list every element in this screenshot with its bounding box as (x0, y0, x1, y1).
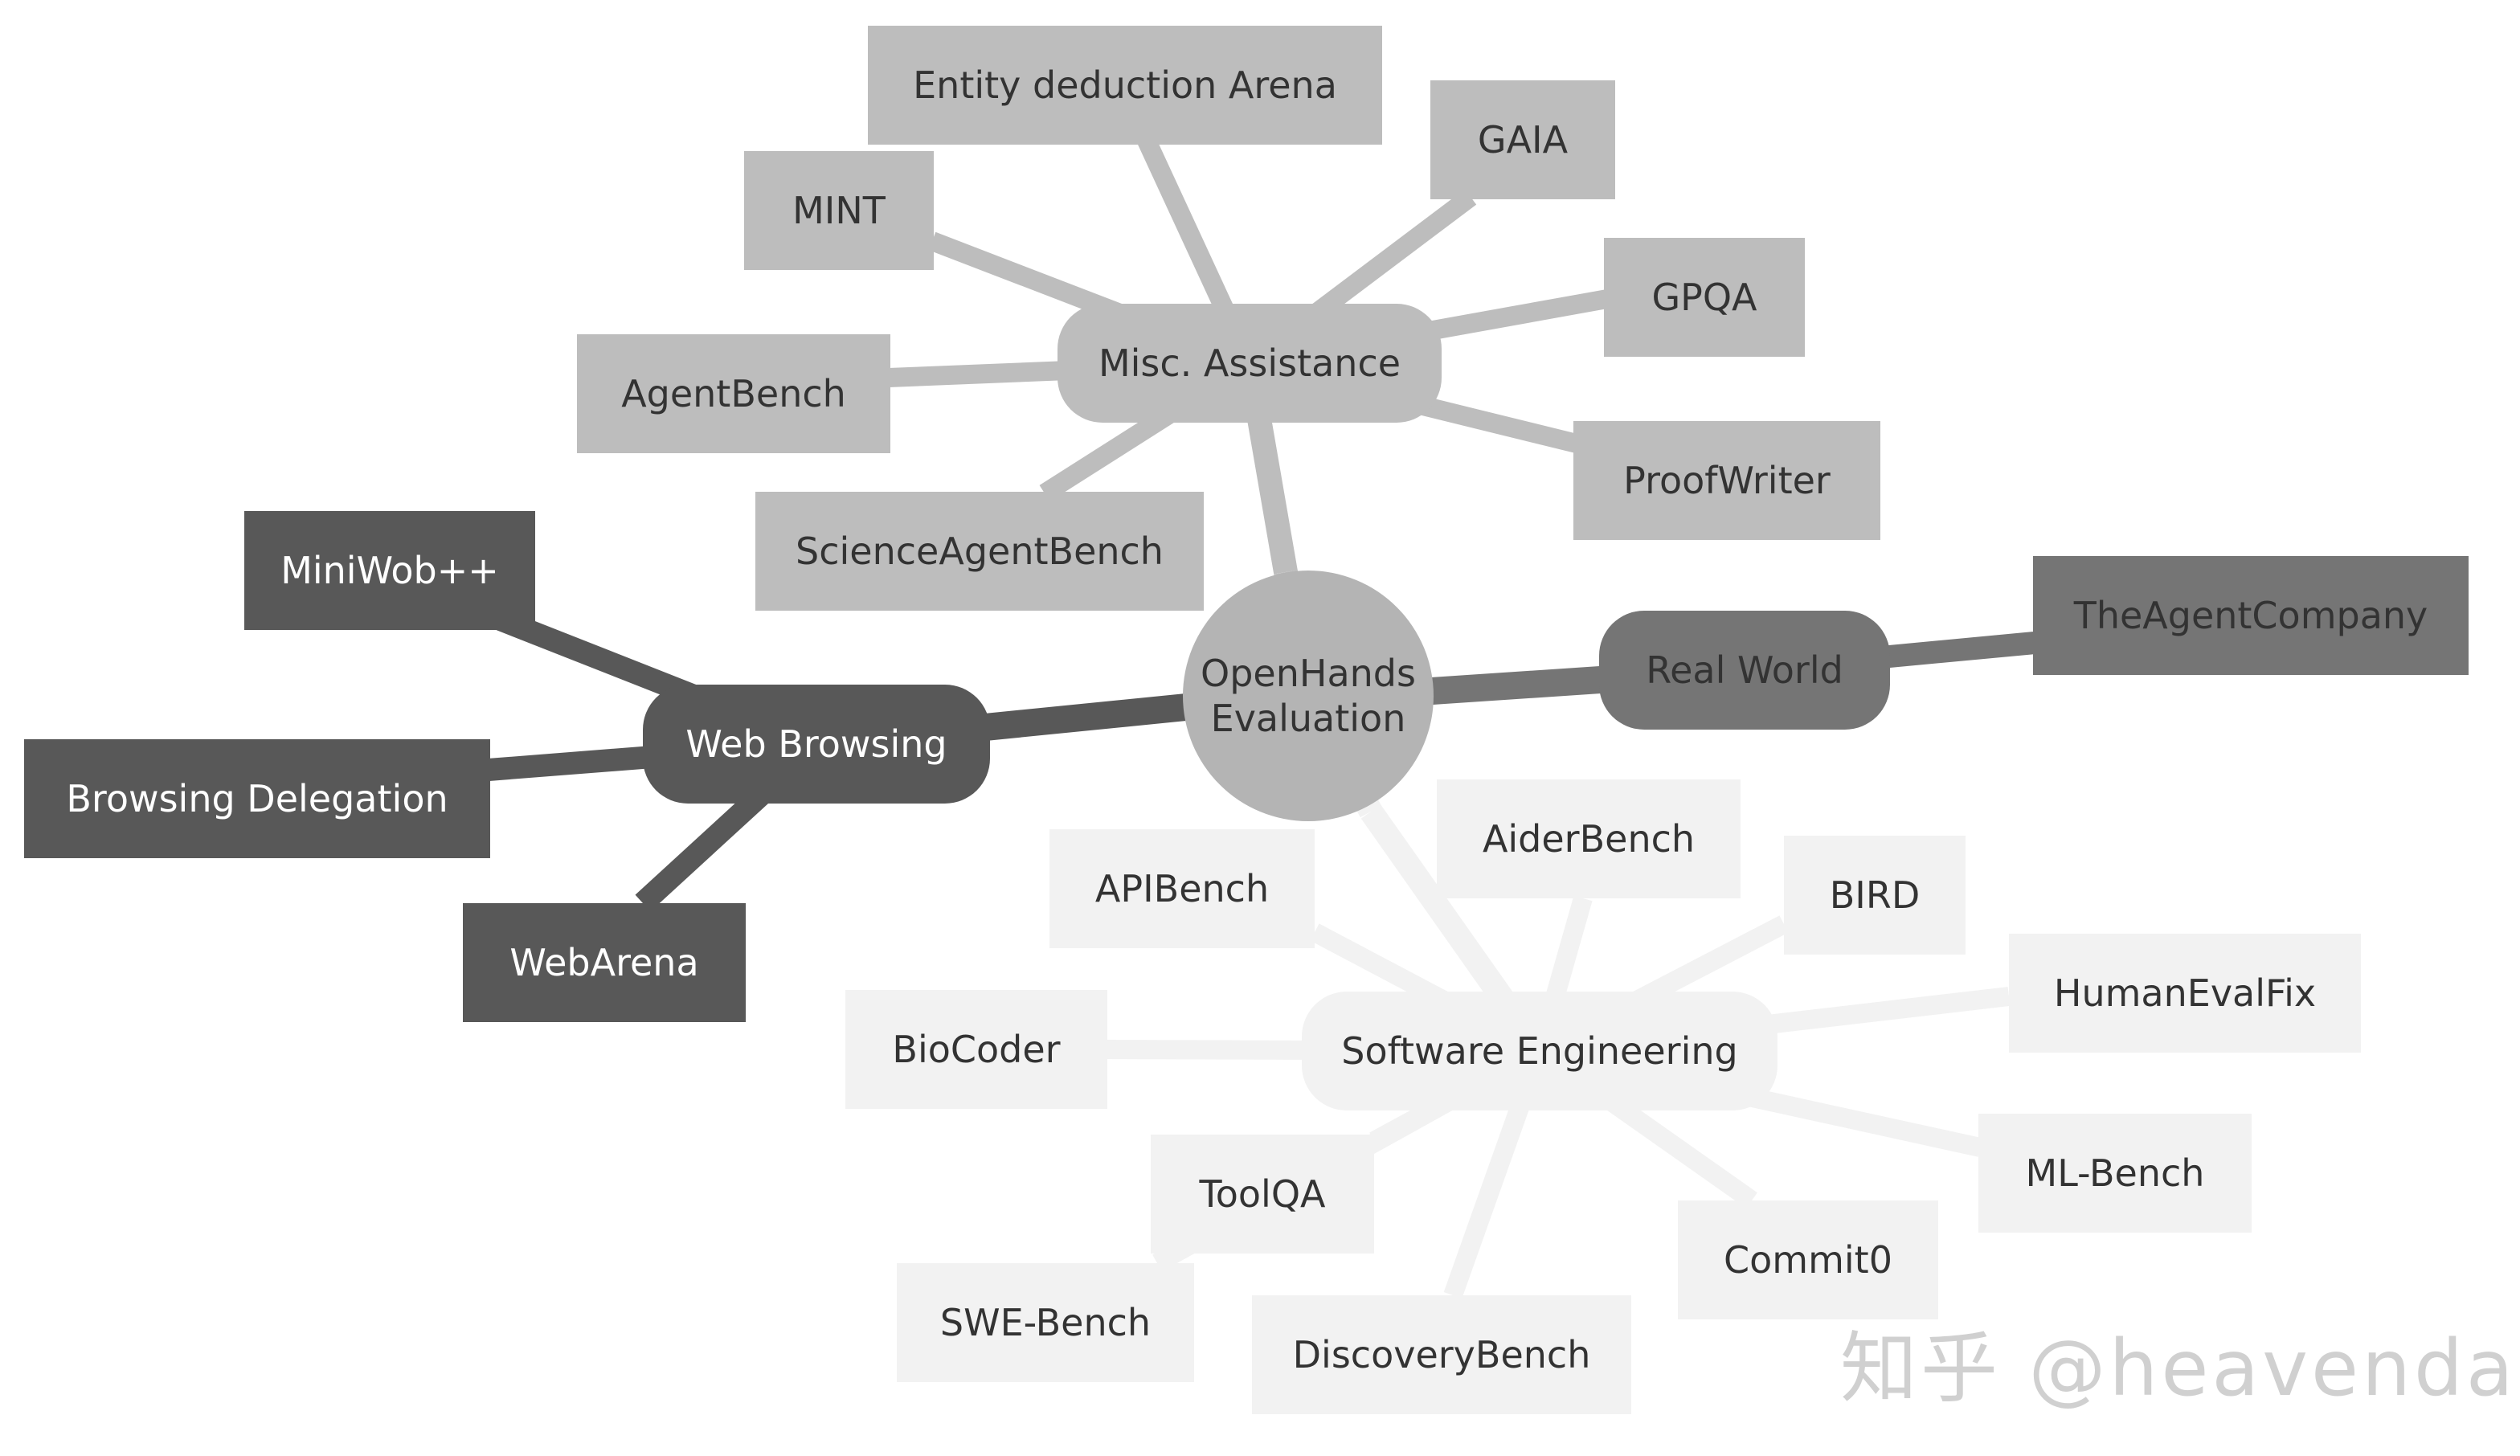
leaf-node: BIRD (1784, 836, 1966, 955)
leaf-box (1430, 80, 1615, 199)
branch-node-web (643, 685, 990, 804)
leaf-node: GAIA (1430, 80, 1615, 199)
leaf-label: MiniWob++ (280, 549, 499, 592)
root-label-line: OpenHands (1201, 652, 1416, 695)
branch-web: Web Browsing MiniWob++ Browsing Delegation… (24, 511, 990, 1022)
leaf-label: TheAgentCompany (2073, 594, 2428, 637)
branch-node-real (1599, 611, 1890, 730)
leaf-node: GPQA (1604, 238, 1805, 357)
leaf-box (2033, 556, 2469, 675)
branch-software: Software Engineering APIBench AiderBenchBI… (845, 779, 2361, 1414)
leaf-box (244, 511, 535, 630)
leaf-label: HumanEvalFix (2054, 971, 2316, 1015)
leaf-label: BIRD (1830, 873, 1921, 917)
leaf-node: Entity deduction Arena (868, 26, 1382, 145)
leaf-box (1437, 779, 1741, 898)
leaf-node: HumanEvalFix (2009, 934, 2361, 1053)
leaf-label: BioCoder (892, 1028, 1060, 1071)
leaf-box (463, 903, 746, 1022)
leaf-node: ToolQA (1151, 1135, 1374, 1254)
leaf-box (755, 492, 1204, 611)
leaf-box (845, 990, 1107, 1109)
leaf-box (1604, 238, 1805, 357)
leaf-node: AgentBench (577, 334, 890, 453)
leaf-label: GAIA (1478, 118, 1569, 162)
leaf-node: TheAgentCompany (2033, 556, 2469, 675)
leaf-label: MINT (792, 189, 886, 232)
branch-misc: Misc. Assistance Entity deduction ArenaGA… (577, 26, 1880, 611)
leaf-node: WebArena (463, 903, 746, 1022)
leaf-box (868, 26, 1382, 145)
leaf-label: WebArena (509, 941, 698, 984)
leaf-box (1151, 1135, 1374, 1254)
leaf-node: DiscoveryBench (1252, 1295, 1631, 1414)
branch-label-software: Software Engineering (1341, 1029, 1737, 1073)
leaf-node: Commit0 (1678, 1200, 1938, 1319)
leaf-node: SWE-Bench (897, 1263, 1194, 1382)
branch-label-misc: Misc. Assistance (1098, 342, 1401, 385)
leaf-label: AgentBench (621, 372, 846, 415)
leaf-box (744, 151, 934, 270)
leaf-label: APIBench (1095, 867, 1269, 910)
leaf-node: Browsing Delegation (24, 739, 490, 858)
leaf-box (1678, 1200, 1938, 1319)
leaf-label: ScienceAgentBench (796, 530, 1164, 573)
leaf-label: SWE-Bench (940, 1301, 1151, 1344)
leaf-label: Entity deduction Arena (913, 63, 1337, 107)
branch-label-real: Real World (1646, 648, 1843, 692)
leaf-node: APIBench (1049, 829, 1315, 948)
leaf-label: ToolQA (1198, 1172, 1326, 1216)
leaf-node: ProofWriter (1573, 421, 1880, 540)
leaf-node: AiderBench (1437, 779, 1741, 898)
leaf-label: ProofWriter (1623, 459, 1831, 502)
branch-label-web: Web Browsing (685, 722, 947, 766)
leaf-node: ScienceAgentBench (755, 492, 1204, 611)
leaf-box (2009, 934, 2361, 1053)
leaf-node: MINT (744, 151, 934, 270)
leaf-label: AiderBench (1483, 817, 1695, 861)
leaf-box (897, 1263, 1194, 1382)
leaf-label: Browsing Delegation (66, 777, 448, 820)
watermark-text: 知乎 @heavendai (1840, 1323, 2520, 1413)
leaf-box (1252, 1295, 1631, 1414)
leaf-label: DiscoveryBench (1293, 1333, 1591, 1376)
root-label-line: Evaluation (1211, 697, 1406, 740)
leaf-node: MiniWob++ (244, 511, 535, 630)
leaf-label: Commit0 (1724, 1238, 1892, 1282)
branch-node-misc (1058, 304, 1442, 423)
root-circle (1183, 571, 1434, 821)
leaf-box (1784, 836, 1966, 955)
leaf-box (1573, 421, 1880, 540)
leaf-box (1978, 1114, 2252, 1233)
leaf-node: BioCoder (845, 990, 1107, 1109)
branch-node-software (1302, 992, 1778, 1110)
leaf-box (24, 739, 490, 858)
leaf-box (577, 334, 890, 453)
branch-real: Real World TheAgentCompany (1599, 556, 2469, 730)
leaf-box (1049, 829, 1315, 948)
leaf-label: GPQA (1651, 276, 1757, 319)
leaf-node: ML-Bench (1978, 1114, 2252, 1233)
leaf-label: ML-Bench (2026, 1151, 2205, 1195)
